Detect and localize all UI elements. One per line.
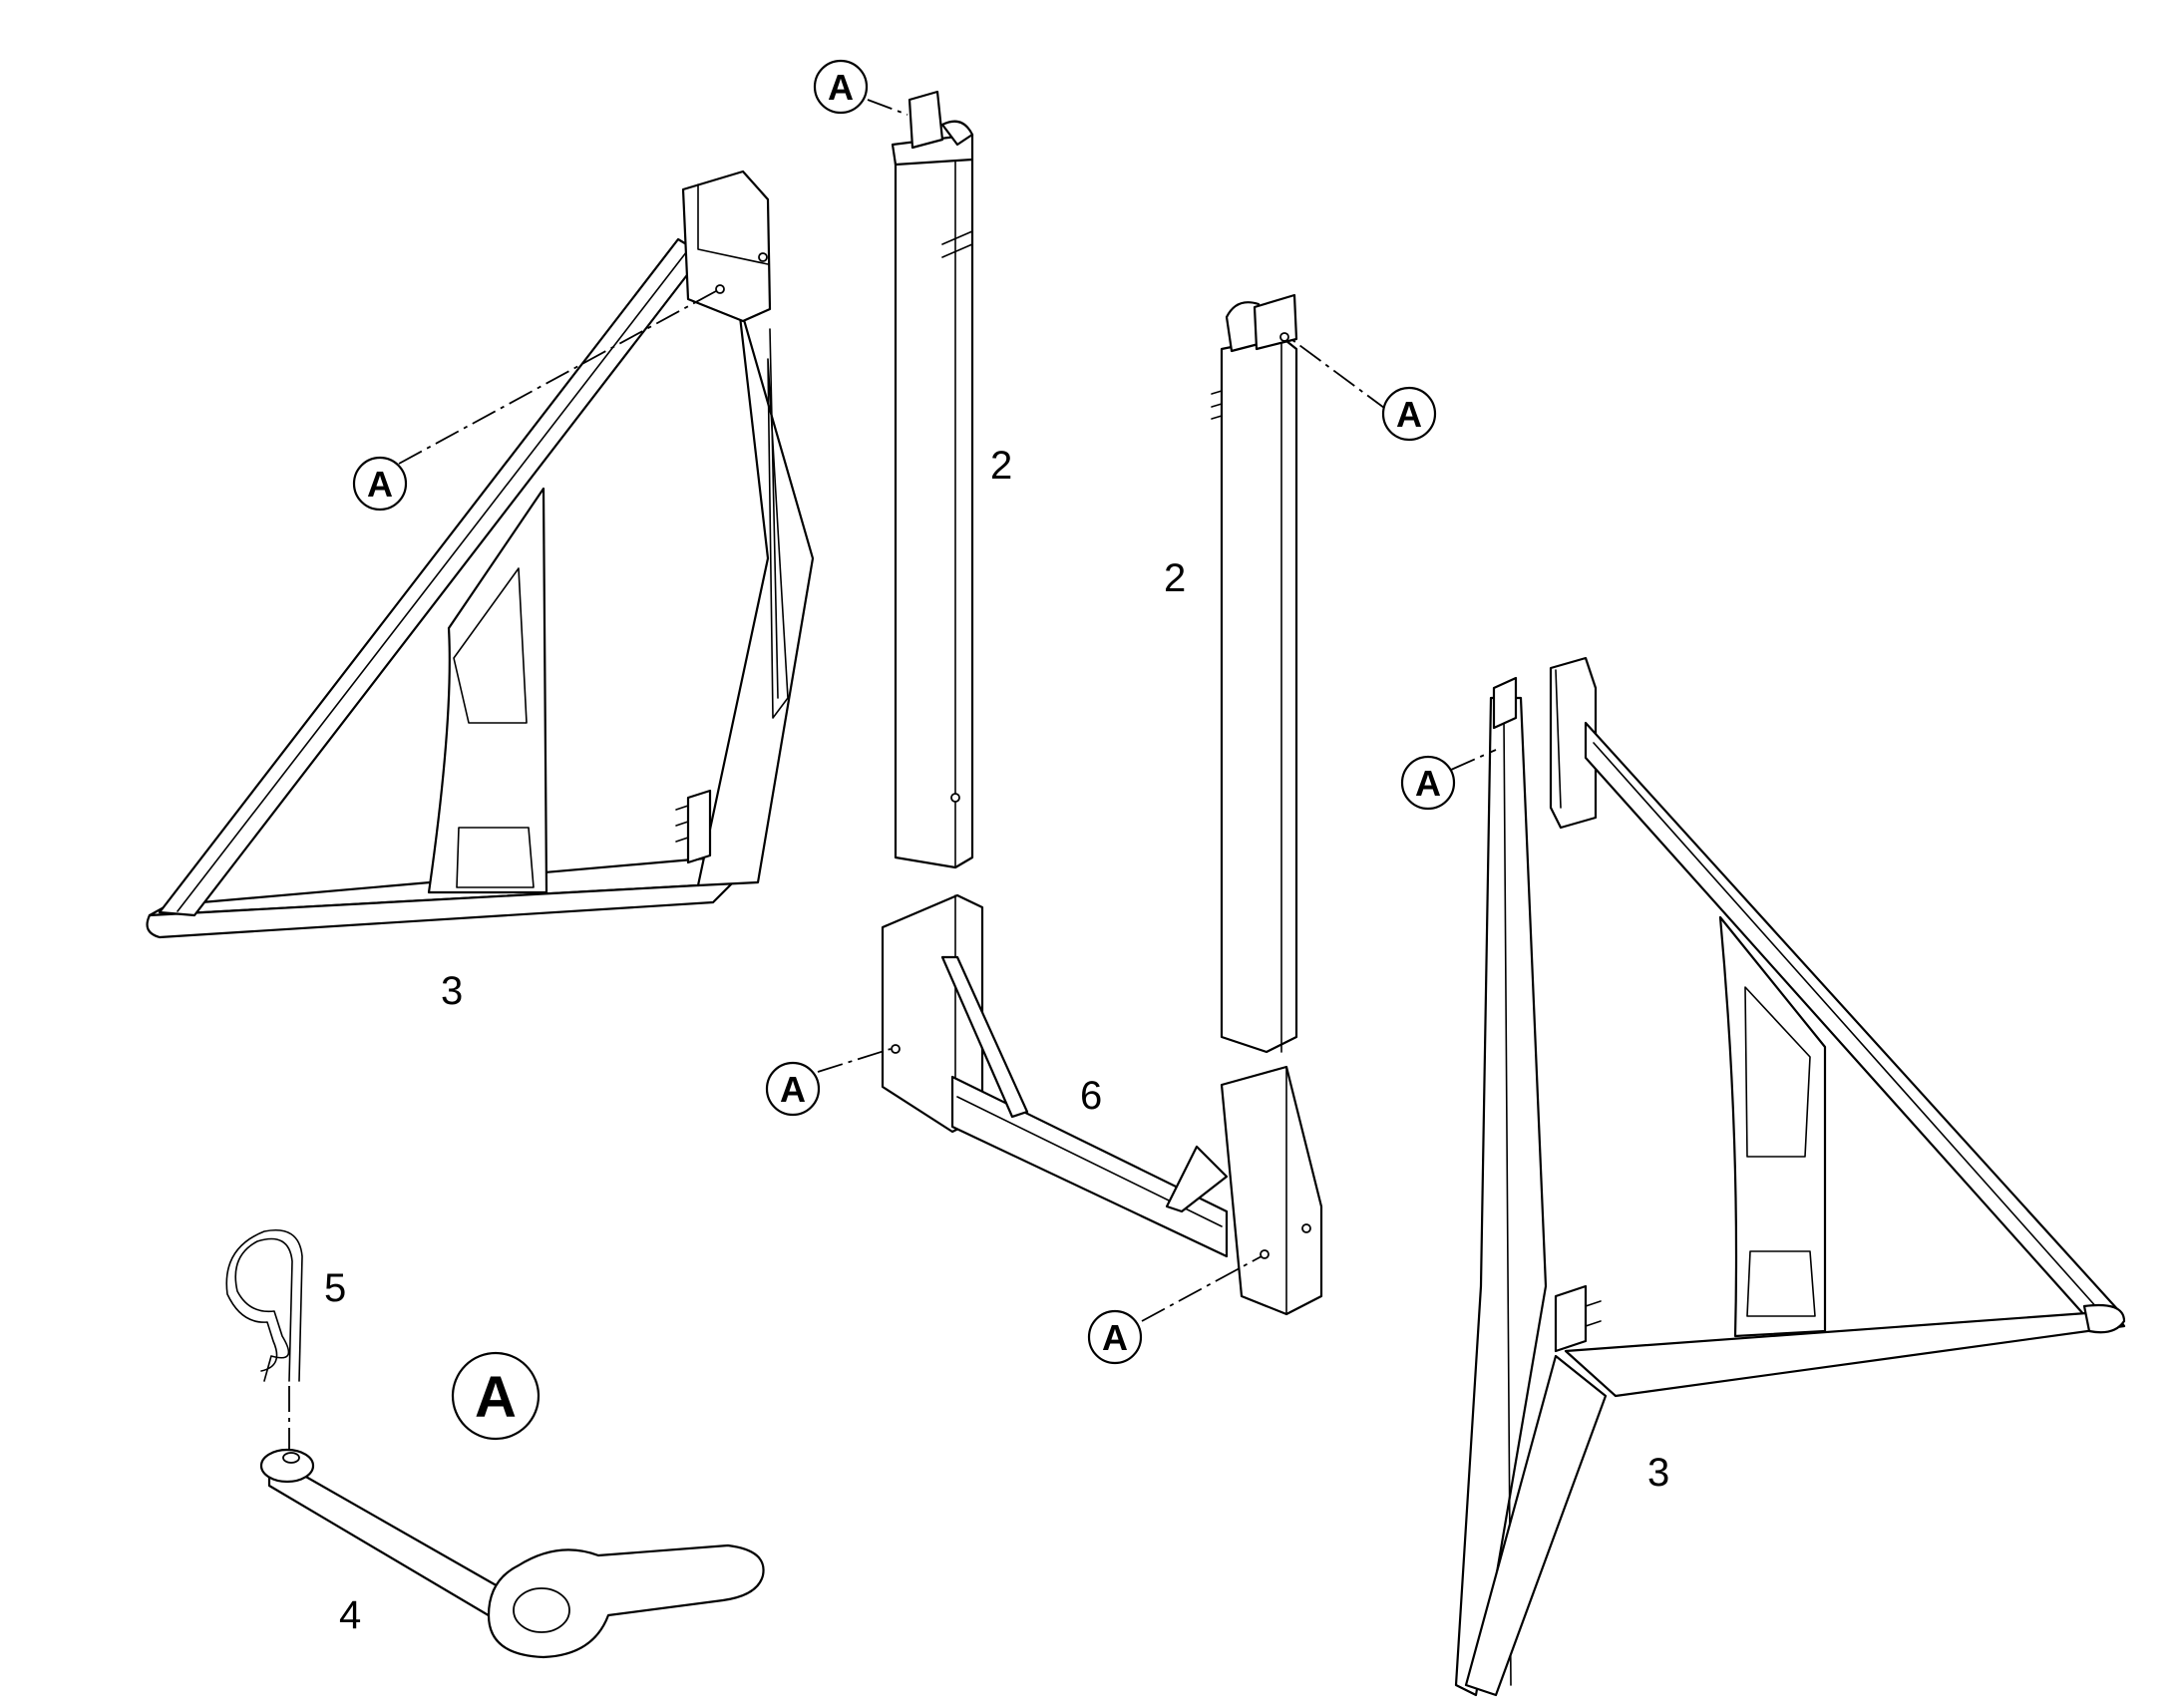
base-frame <box>881 893 1323 1316</box>
svg-text:A: A <box>475 1365 517 1430</box>
label-frame-left: 3 <box>441 969 463 1013</box>
label-post-upper: 2 <box>990 444 1012 488</box>
svg-text:A: A <box>1396 394 1422 435</box>
label-frame-right: 3 <box>1647 1451 1669 1495</box>
label-pin: 4 <box>339 1593 361 1637</box>
svg-text:A: A <box>828 67 854 108</box>
legend-a: A <box>451 1351 541 1441</box>
label-post-lower: 2 <box>1164 556 1186 600</box>
svg-text:A: A <box>780 1069 806 1110</box>
callout-a-3: A <box>1381 386 1437 442</box>
callout-a-6: A <box>1400 755 1456 811</box>
pin-part <box>259 1448 765 1659</box>
svg-text:A: A <box>367 464 393 505</box>
svg-text:A: A <box>1415 763 1441 804</box>
leader-lines <box>398 99 1497 1322</box>
label-clip: 5 <box>324 1266 346 1310</box>
frame-right <box>1454 656 2126 1697</box>
frame-left <box>146 170 815 939</box>
callout-a-4: A <box>765 1061 821 1117</box>
post-upper-right <box>1211 293 1298 1054</box>
post-upper-left <box>891 90 974 869</box>
callout-a-1: A <box>813 59 869 115</box>
clip-part <box>225 1229 303 1451</box>
callout-a-2: A <box>352 456 408 512</box>
label-base: 6 <box>1080 1074 1102 1118</box>
svg-text:A: A <box>1102 1317 1128 1358</box>
callout-a-5: A <box>1087 1309 1143 1365</box>
